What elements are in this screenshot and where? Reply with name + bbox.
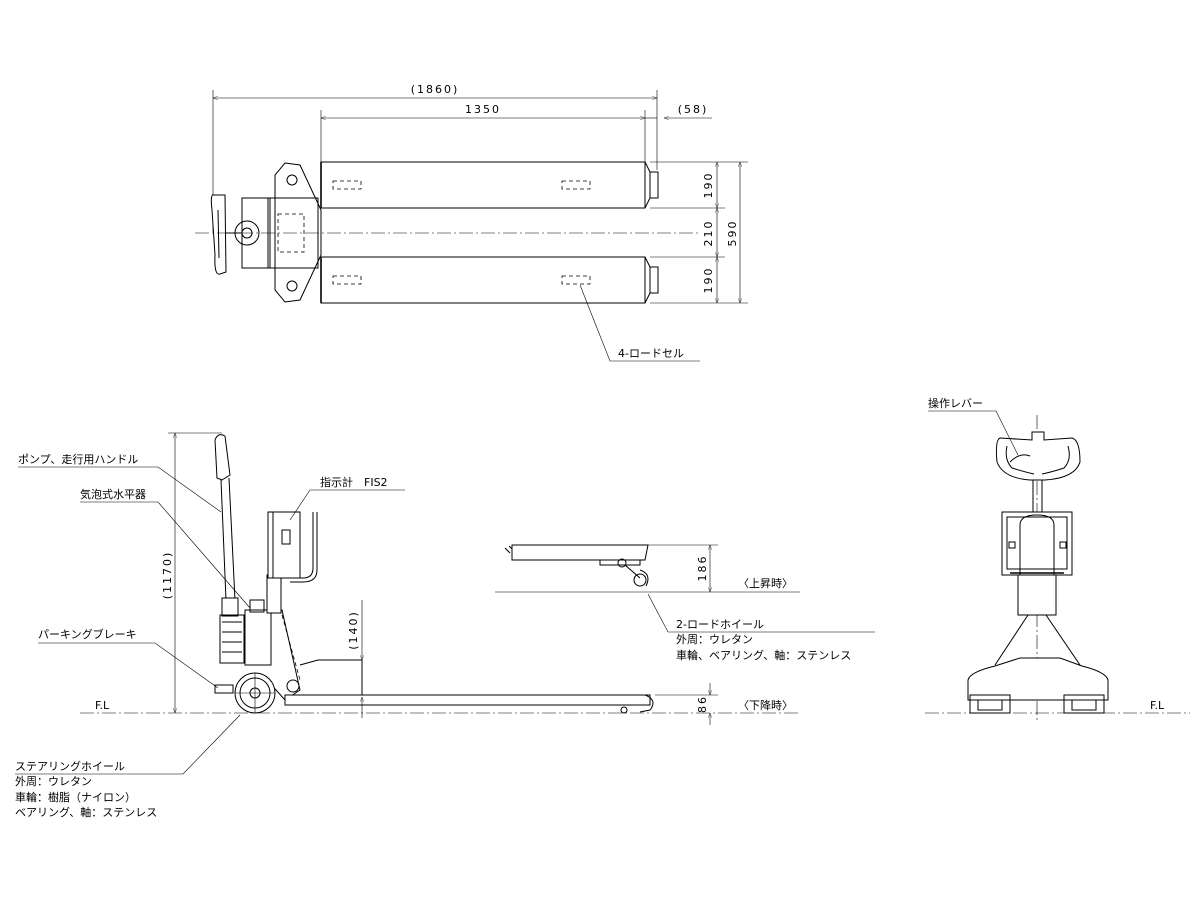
dim-tip: (58) <box>678 103 709 116</box>
spec-line: 外周：ウレタン <box>15 775 92 788</box>
fork-upper <box>320 161 646 209</box>
spec-line: ベアリング、軸：ステンレス <box>15 805 157 819</box>
chassis <box>274 162 322 303</box>
front-floor-label: F.L <box>1150 699 1165 712</box>
parking-brake-label: パーキングブレーキ <box>38 627 137 641</box>
raised-detail: 186 〈上昇時〉 86 〈下降時〉 2-ロードホイール 外周：ウレタン 車輪、… <box>495 544 875 725</box>
spec-line: 車輪：樹脂（ナイロン） <box>15 790 136 804</box>
spec-line: 車輪、ベアリング、軸：ステンレス <box>676 648 851 662</box>
dim-fork-gap: 210 <box>702 220 715 247</box>
dim-fork-width-upper: 190 <box>702 172 715 199</box>
load-cell-label: 4-ロードセル <box>618 347 684 360</box>
spec-line: 外周：ウレタン <box>676 633 753 646</box>
dim-overall-length: (1860) <box>411 83 460 96</box>
steering-wheel-spec: ステアリングホイール 外周：ウレタン 車輪：樹脂（ナイロン） ベアリング、軸：ス… <box>15 714 241 819</box>
steering-wheel-title: ステアリングホイール <box>15 759 125 773</box>
load-wheel-spec: 2-ロードホイール 外周：ウレタン 車輪、ベアリング、軸：ステンレス <box>647 593 875 662</box>
base-frame <box>967 657 1109 701</box>
level-label: 気泡式水平器 <box>80 487 146 501</box>
side-view: F.L (1170) <box>15 432 800 819</box>
dim-lowered: 86 <box>696 695 709 713</box>
handle-loop <box>995 431 1081 481</box>
dim-fork-length: 1350 <box>465 103 501 116</box>
raised-label: 〈上昇時〉 <box>738 577 793 590</box>
load-wheel-title: 2-ロードホイール <box>676 618 764 631</box>
floor-label: F.L <box>95 699 110 712</box>
indicator-label: 指示計 FIS2 <box>320 475 388 489</box>
top-view: (1860) 1350 (58) <box>195 83 748 362</box>
dim-height: (1170) <box>161 551 174 600</box>
front-view: F.L 操作レバー <box>925 396 1190 722</box>
lever-label: 操作レバー <box>928 396 983 410</box>
dim-platform: (140) <box>347 610 360 650</box>
lowered-label: 〈下降時〉 <box>738 698 793 712</box>
dim-raised: 186 <box>696 555 709 582</box>
dim-fork-width-lower: 190 <box>702 267 715 294</box>
handle-label: ポンプ、走行用ハンドル <box>18 453 138 466</box>
side-fork <box>284 694 651 706</box>
dim-overall-width: 590 <box>726 220 739 247</box>
fork-lower <box>320 256 646 304</box>
load-cells <box>332 180 591 285</box>
